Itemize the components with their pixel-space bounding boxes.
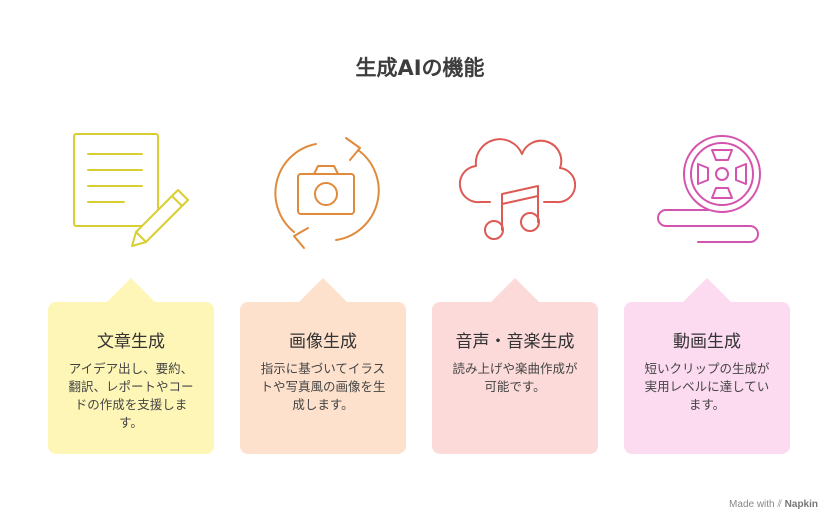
card-description: 短いクリップの生成が実用レベルに達しています。	[644, 361, 770, 412]
card-title: 文章生成	[97, 332, 165, 352]
card-title: 画像生成	[289, 332, 357, 352]
card-image-generation: 画像生成 指示に基づいてイラストや写真風の画像を生成します。	[240, 278, 406, 454]
card-description: アイデア出し、要約、翻訳、レポートやコードの作成を支援します。	[68, 361, 194, 430]
watermark-prefix: Made with	[729, 499, 775, 510]
card-description: 読み上げや楽曲作成が可能です。	[452, 361, 578, 394]
diagram-title: 生成AIの機能	[355, 56, 485, 80]
napkin-watermark: Made with ⫽ Napkin	[729, 499, 818, 510]
napkin-logo-icon: ⫽	[777, 499, 782, 510]
camera-rotate-icon	[264, 132, 388, 252]
card-description: 指示に基づいてイラストや写真風の画像を生成します。	[260, 361, 386, 412]
document-pen-icon	[66, 128, 196, 254]
card-title: 音声・音楽生成	[455, 332, 575, 352]
card-audio-generation: 音声・音楽生成 読み上げや楽曲作成が可能です。	[432, 278, 598, 454]
cloud-music-icon	[456, 134, 577, 248]
card-text-generation: 文章生成 アイデア出し、要約、翻訳、レポートやコードの作成を支援します。	[48, 278, 214, 454]
watermark-brand: Napkin	[784, 499, 818, 510]
film-reel-icon	[646, 134, 768, 252]
card-video-generation: 動画生成 短いクリップの生成が実用レベルに達しています。	[624, 278, 790, 454]
card-title: 動画生成	[673, 332, 741, 352]
